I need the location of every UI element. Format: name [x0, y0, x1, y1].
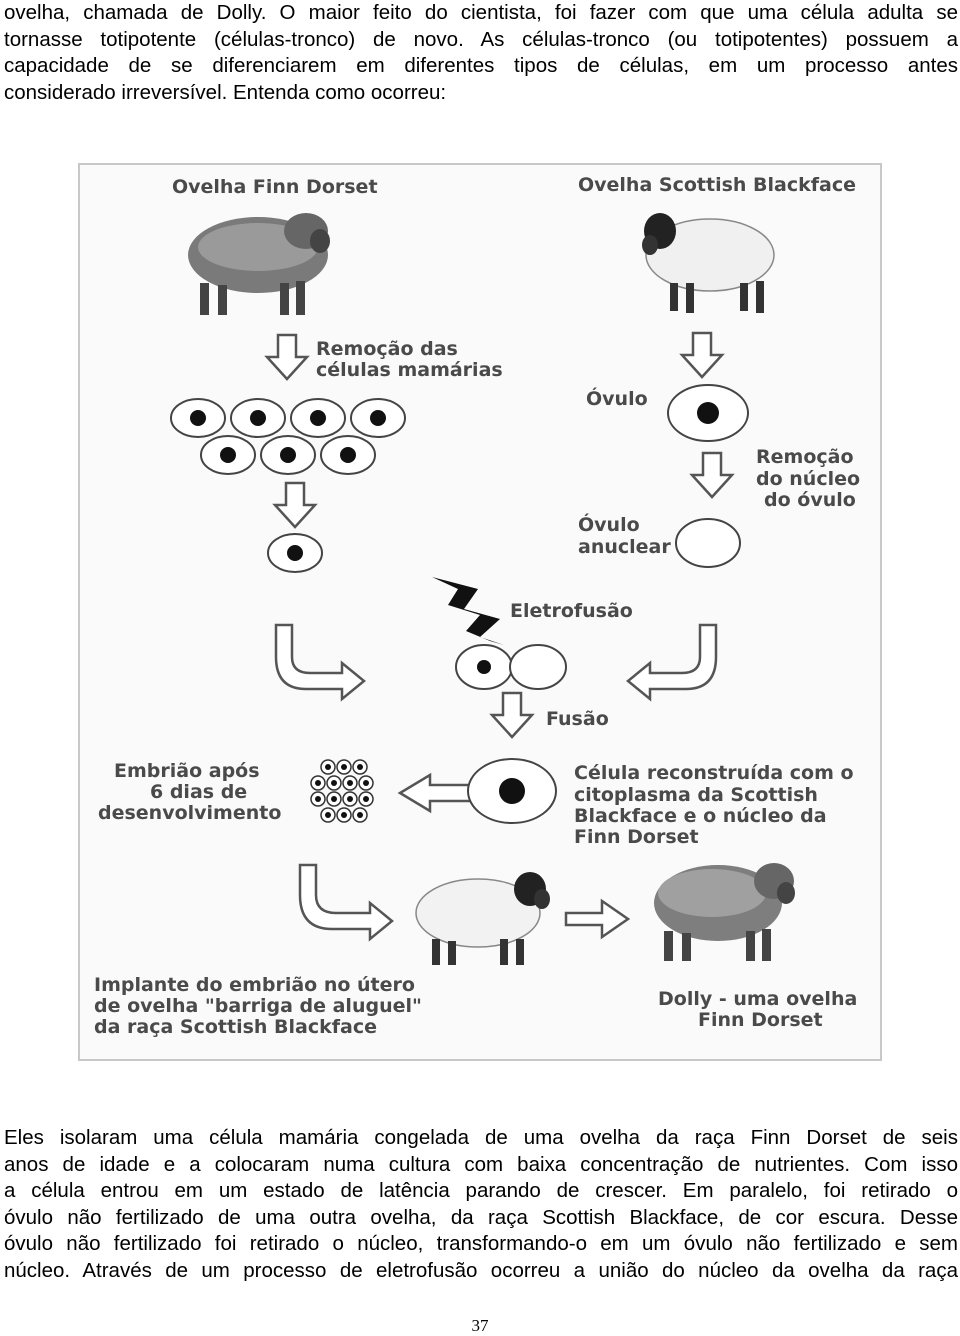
- label-scottish-blackface: Ovelha Scottish Blackface: [578, 174, 856, 196]
- ovum-nucleus: [697, 402, 719, 424]
- dolly-cloning-diagram: Ovelha Finn Dorset Ovelha Scottish Black…: [78, 163, 882, 1061]
- label-nucleus-removal-3: do óvulo: [764, 489, 856, 511]
- text-line: tornasse totipotente (células-tronco) de…: [4, 27, 958, 51]
- text-line: anos de idade e a colocaram numa cultura…: [4, 1152, 958, 1176]
- dolly-sheep-image: [654, 863, 795, 961]
- text-line: óvulo não fertilizado de uma outra ovelh…: [4, 1205, 958, 1229]
- page-number: 37: [471, 1316, 489, 1335]
- label-ovulo: Óvulo: [586, 386, 648, 410]
- label-implant-2: de ovelha "barriga de aluguel": [94, 995, 422, 1017]
- label-embryo-1: Embrião após: [114, 760, 260, 782]
- finn-dorset-sheep-image: [188, 213, 330, 315]
- label-reconstructed-4: Finn Dorset: [574, 826, 699, 848]
- text-line: núcleo. Através de um processo de eletro…: [4, 1258, 958, 1282]
- down-arrow-icon: [273, 481, 317, 529]
- curved-arrow-left-icon: [626, 623, 718, 702]
- text-line: capacidade de se diferenciarem em difere…: [4, 54, 958, 78]
- label-fusion: Fusão: [546, 708, 609, 730]
- single-mammary-cell: [267, 533, 323, 573]
- lightning-bolt-icon: [432, 577, 504, 645]
- label-embryo-2: 6 dias de: [150, 781, 247, 803]
- label-finn-dorset: Ovelha Finn Dorset: [172, 176, 378, 198]
- label-nucleus-removal-1: Remoção: [756, 446, 854, 468]
- label-dolly-1: Dolly - uma ovelha: [658, 988, 857, 1010]
- down-arrow-icon: [490, 691, 534, 739]
- label-reconstructed-2: citoplasma da Scottish: [574, 784, 818, 806]
- fusing-anuclear-ovum: [509, 644, 567, 690]
- surrogate-sheep-image: [415, 872, 550, 965]
- right-arrow-icon: [564, 898, 631, 940]
- anuclear-ovum: [675, 518, 741, 568]
- text-line: ovelha, chamada de Dolly. O maior feito …: [4, 1, 958, 24]
- label-reconstructed-3: Blackface e o núcleo da: [574, 805, 827, 827]
- mammary-cells-cluster: [170, 398, 406, 475]
- label-anuclear-2: anuclear: [578, 536, 671, 558]
- left-arrow-icon: [397, 772, 474, 814]
- label-embryo-3: desenvolvimento: [98, 802, 281, 824]
- embryo-cell-cluster: [310, 759, 374, 823]
- label-implant-3: da raça Scottish Blackface: [94, 1016, 377, 1038]
- body-paragraph: Eles isolaram uma célula mamária congela…: [4, 1125, 958, 1285]
- intro-paragraph: ovelha, chamada de Dolly. O maior feito …: [4, 0, 958, 106]
- label-anuclear-1: Óvulo: [578, 512, 640, 536]
- curved-arrow-right-icon: [298, 863, 394, 942]
- text-line: Eles isolaram uma célula mamária congela…: [4, 1126, 958, 1149]
- label-implant-1: Implante do embrião no útero: [94, 974, 415, 996]
- text-line: óvulo não fertilizado foi retirado o núc…: [4, 1232, 958, 1256]
- label-nucleus-removal-2: do núcleo: [756, 468, 860, 490]
- text-line: considerado irreversível. Entenda como o…: [4, 80, 447, 104]
- label-dolly-2: Finn Dorset: [698, 1009, 823, 1031]
- text-line: a célula entrou em um estado de latência…: [4, 1179, 958, 1203]
- curved-arrow-right-icon: [274, 623, 366, 702]
- down-arrow-icon: [690, 451, 734, 499]
- down-arrow-icon: [680, 331, 724, 379]
- label-removal-line2: células mamárias: [316, 359, 503, 381]
- scottish-blackface-sheep-image: [642, 213, 775, 313]
- down-arrow-icon: [265, 333, 309, 381]
- diagram-canvas: Ovelha Finn Dorset Ovelha Scottish Black…: [94, 174, 860, 1038]
- label-removal-line1: Remoção das: [316, 338, 458, 360]
- label-reconstructed-1: Célula reconstruída com o: [574, 762, 854, 784]
- label-electrofusion: Eletrofusão: [510, 600, 633, 622]
